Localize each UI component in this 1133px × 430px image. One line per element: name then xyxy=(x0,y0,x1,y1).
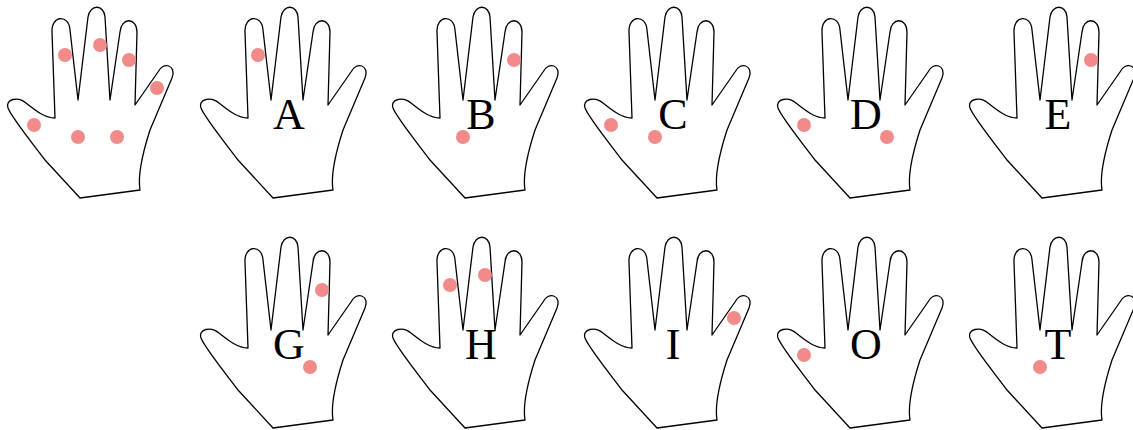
letter-label: D xyxy=(850,93,882,137)
hand-figure xyxy=(393,7,559,198)
hand-figure xyxy=(201,7,367,198)
hand-outline xyxy=(393,237,559,428)
hand-figure xyxy=(778,7,944,198)
touch-dot xyxy=(93,38,107,52)
touch-dot xyxy=(1084,53,1098,67)
letter-label: B xyxy=(466,93,495,137)
letter-label: G xyxy=(273,323,305,367)
touch-dot xyxy=(604,118,618,132)
touch-dot xyxy=(797,348,811,362)
touch-dot xyxy=(443,278,457,292)
hand-figure xyxy=(393,237,559,428)
touch-dot xyxy=(27,118,41,132)
letter-label: O xyxy=(850,323,882,367)
touch-dot xyxy=(315,283,329,297)
hand-figure xyxy=(201,237,367,428)
touch-dot xyxy=(507,53,521,67)
hand-outline xyxy=(778,7,944,198)
hand-outline xyxy=(778,237,944,428)
hand-figure xyxy=(585,7,751,198)
hand-figure xyxy=(778,237,944,428)
hand-outline xyxy=(585,7,751,198)
hand-outline xyxy=(201,7,367,198)
letter-label: C xyxy=(658,93,687,137)
letter-label: H xyxy=(465,323,497,367)
touch-dot xyxy=(251,48,265,62)
touch-dot xyxy=(122,53,136,67)
letter-label: T xyxy=(1045,323,1072,367)
touch-dot xyxy=(727,311,741,325)
letter-label: A xyxy=(273,93,305,137)
touch-dot xyxy=(71,130,85,144)
hand-figure xyxy=(970,7,1133,198)
hand-outline xyxy=(970,7,1133,198)
touch-dot xyxy=(110,130,124,144)
hand-outline xyxy=(201,237,367,428)
letter-label: I xyxy=(666,323,681,367)
hand-figure xyxy=(970,237,1133,428)
touch-dot xyxy=(797,118,811,132)
touch-dot xyxy=(150,81,164,95)
hand-outline xyxy=(585,237,751,428)
hand-outline xyxy=(970,237,1133,428)
touch-dot xyxy=(478,268,492,282)
hand-outline xyxy=(393,7,559,198)
touch-dot xyxy=(303,360,317,374)
hand-figure xyxy=(8,7,174,198)
hand-outline xyxy=(8,7,174,198)
hand-figure xyxy=(585,237,751,428)
letter-label: E xyxy=(1045,93,1072,137)
touch-dot xyxy=(880,130,894,144)
touch-dot xyxy=(58,48,72,62)
